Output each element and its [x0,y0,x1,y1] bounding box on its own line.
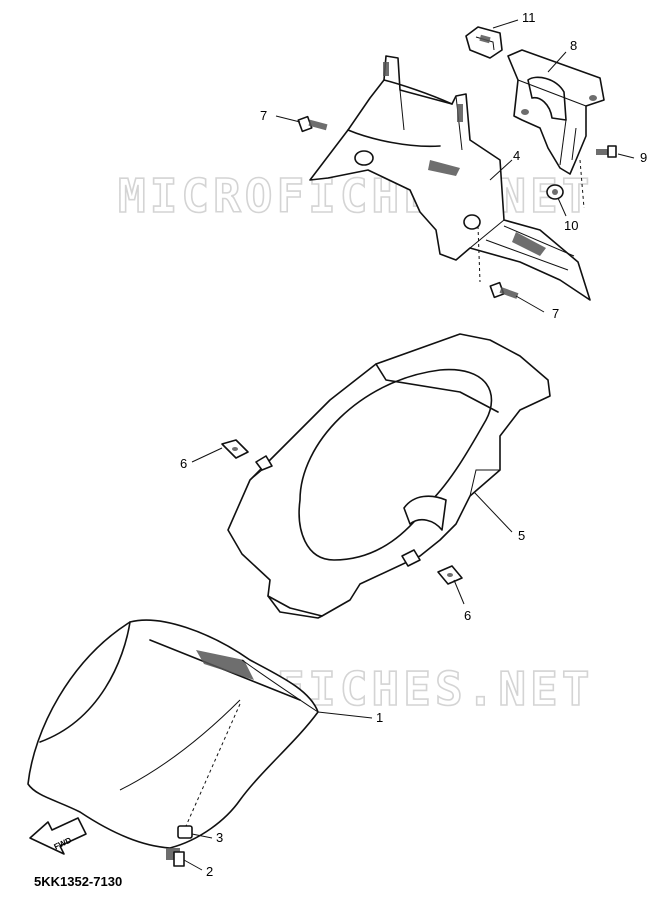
guide-line-bracket [579,159,585,209]
part-10-nut[interactable] [546,184,564,200]
callout-7-upper: 7 [260,108,267,123]
callout-2: 2 [206,864,213,879]
watermark-top: MICROFICHES.NET [118,169,593,223]
leader-lines [183,19,635,871]
part-3-collar[interactable] [177,825,193,839]
part-5-inner-cover[interactable] [227,333,551,619]
guide-line-fender [185,703,241,827]
tab-right [401,549,421,567]
part-2-screw[interactable] [166,848,185,867]
callout-1: 1 [376,710,383,725]
callout-4: 4 [513,148,520,163]
part-6-clip-right[interactable] [437,565,463,585]
callout-5: 5 [518,528,525,543]
part-7-bolt-lower[interactable] [489,281,519,299]
callout-11: 11 [522,10,536,25]
callout-6-left: 6 [180,456,187,471]
callout-10: 10 [564,218,578,233]
callout-6-right: 6 [464,608,471,623]
callout-8: 8 [570,38,577,53]
tab-left [255,455,273,471]
part-6-clip-left[interactable] [221,439,249,459]
part-8-bracket[interactable] [507,49,605,175]
callout-7-lower: 7 [552,306,559,321]
callout-3: 3 [216,830,223,845]
part-4-fender-bracket[interactable] [309,55,591,301]
part-9-bolt[interactable] [596,145,617,158]
fwd-arrow-icon: FWD [29,817,87,855]
part-1-front-fender[interactable] [27,619,319,849]
reference-code: 5KK1352-7130 [34,874,122,889]
callout-9: 9 [640,150,647,165]
part-11-clip[interactable] [465,26,503,59]
part-7-bolt-upper[interactable] [297,115,328,133]
